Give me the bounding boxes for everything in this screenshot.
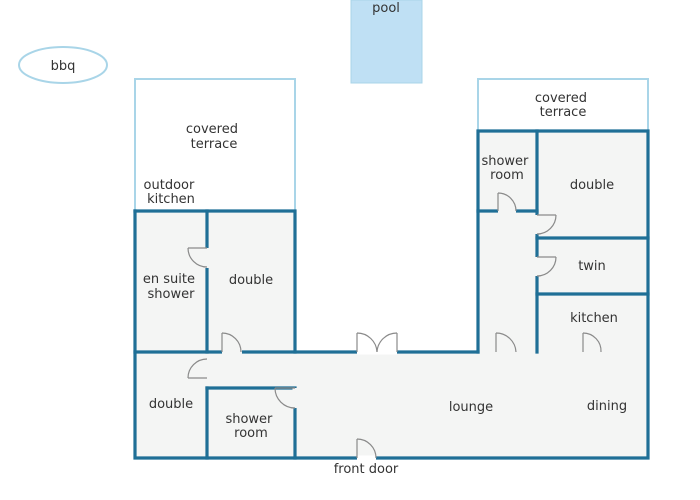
double-bottom-left-label: double xyxy=(149,397,193,412)
covered-terrace-right-label: covered terrace xyxy=(535,91,591,120)
double-left-label: double xyxy=(229,273,273,288)
covered-terrace-left xyxy=(134,78,296,211)
twin-label: twin xyxy=(578,259,606,274)
shower-room-left-label: shower room xyxy=(225,412,276,441)
double-right-label: double xyxy=(570,178,614,193)
bbq-label: bbq xyxy=(51,59,76,74)
shower-room-right-label: shower room xyxy=(481,154,532,183)
bbq xyxy=(18,46,108,84)
covered-terrace-left-label: covered terrace xyxy=(186,122,242,152)
front-door-label: front door xyxy=(334,462,399,477)
kitchen-label: kitchen xyxy=(570,311,618,326)
outdoor-kitchen-label: outdoor kitchen xyxy=(144,178,199,207)
doors xyxy=(187,192,602,461)
dining-label: dining xyxy=(587,399,627,414)
en-suite-shower-label: en suite shower xyxy=(143,272,199,302)
covered-terrace-right xyxy=(477,78,649,131)
lounge-label: lounge xyxy=(449,400,493,415)
pool-label: pool xyxy=(372,1,400,16)
room-floors xyxy=(135,131,648,458)
pool xyxy=(350,0,423,84)
